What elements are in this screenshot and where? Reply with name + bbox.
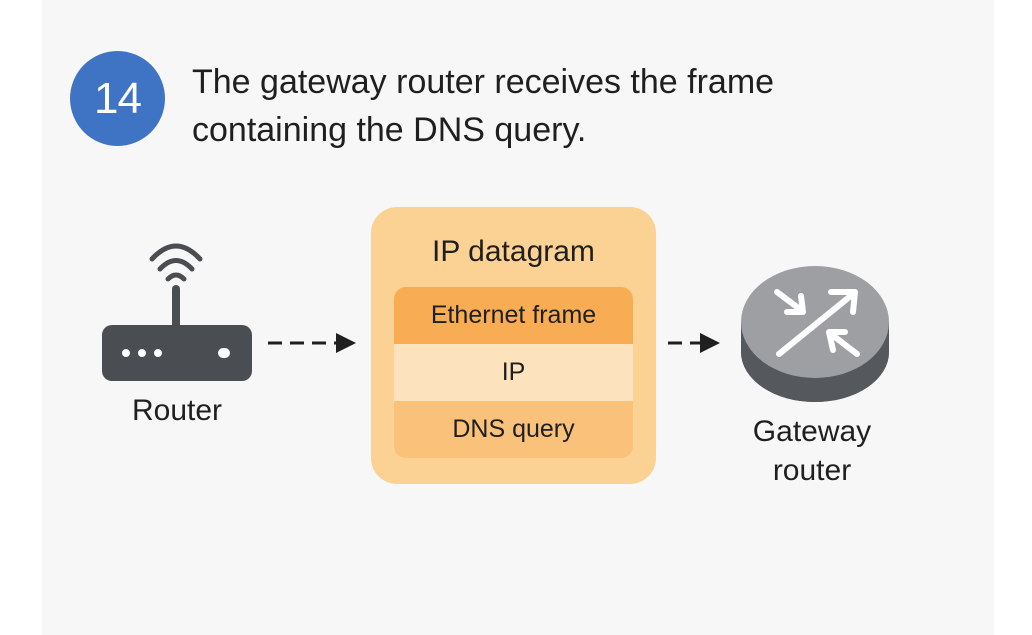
crossing-arrows-icon: [774, 289, 860, 357]
arrow-datagram-to-gateway: [668, 333, 720, 353]
router-body: [102, 325, 252, 381]
ip-datagram-title: IP datagram: [432, 235, 595, 268]
router-status-lights: [122, 348, 230, 358]
ip-datagram-box: IP datagram Ethernet frame IP DNS query: [371, 207, 656, 484]
gateway-router-label: Gateway router: [720, 412, 904, 490]
router-antenna: [172, 285, 180, 333]
wifi-signal-icon: [149, 243, 203, 282]
dns-query-layer: DNS query: [394, 401, 633, 458]
datagram-layers: Ethernet frame IP DNS query: [394, 287, 633, 458]
ethernet-frame-layer: Ethernet frame: [394, 287, 633, 344]
gateway-label-line1: Gateway: [752, 415, 872, 448]
router-label: Router: [131, 394, 223, 427]
step-description: The gateway router receives the frame co…: [192, 63, 775, 149]
gateway-router-icon: [741, 266, 889, 402]
arrow-router-to-datagram: [268, 333, 356, 353]
ip-layer: IP: [394, 344, 633, 401]
gateway-label-line2: router: [772, 454, 852, 487]
step-number-badge: 14: [70, 51, 165, 146]
router-icon: [102, 243, 252, 381]
